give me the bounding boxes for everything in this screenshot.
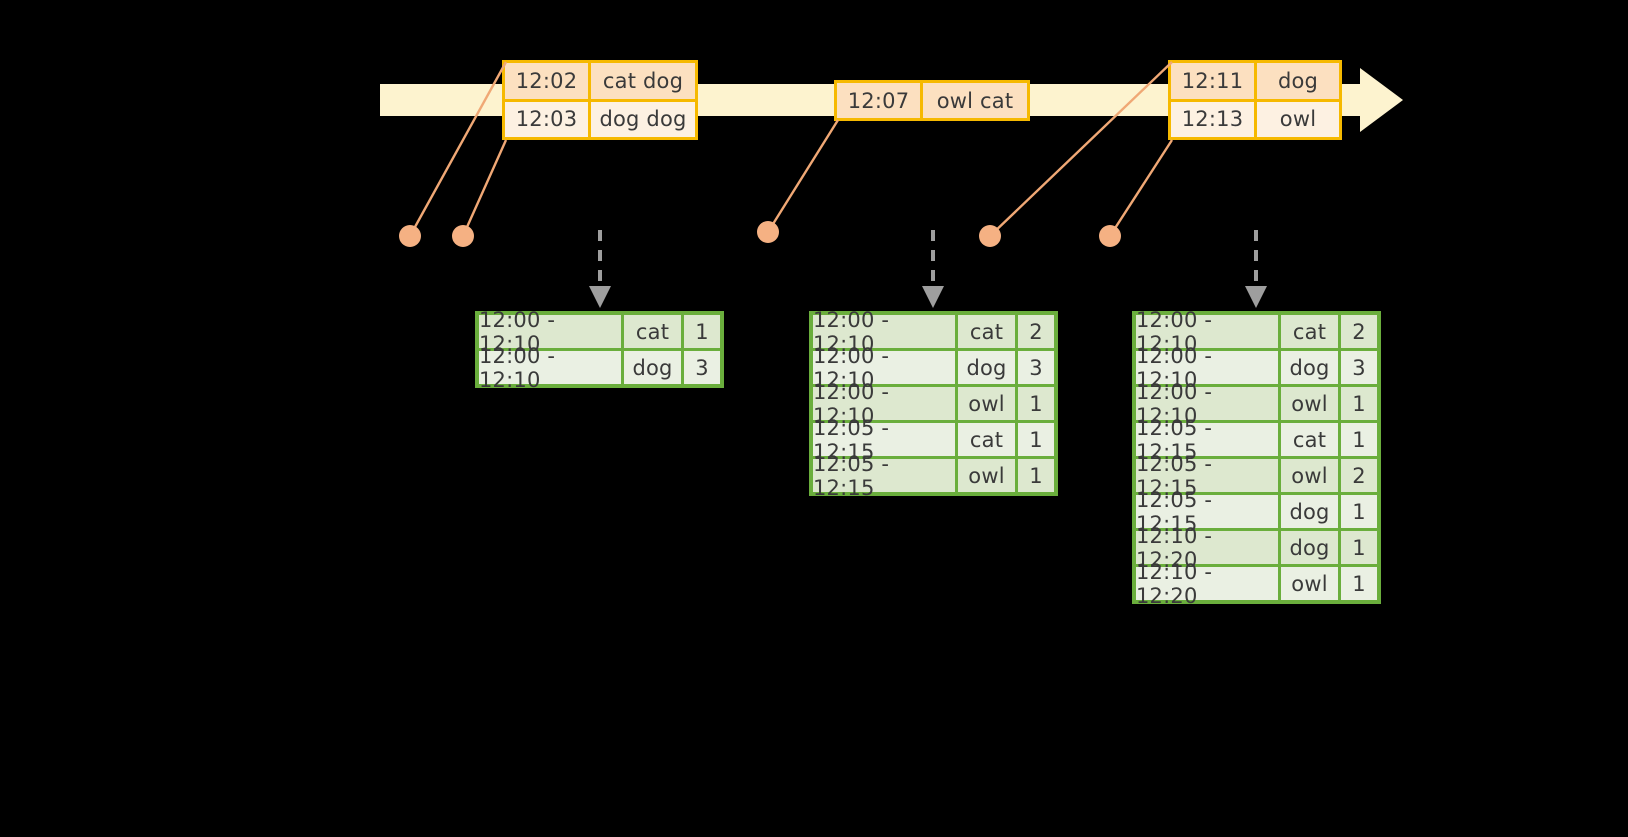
cell-window: 12:05 - 12:15 bbox=[813, 452, 955, 500]
table-row: 12:10 - 12:20 owl 1 bbox=[1136, 560, 1377, 608]
cell-window: 12:00 - 12:10 bbox=[479, 344, 621, 392]
cell-key: cat bbox=[958, 423, 1015, 456]
event-time: 12:07 bbox=[837, 83, 923, 118]
timeline-arrowhead bbox=[1360, 68, 1403, 132]
event-time: 12:11 bbox=[1171, 63, 1257, 99]
cell-count: 3 bbox=[684, 351, 720, 384]
table-row: 12:05 - 12:15 cat 1 bbox=[1136, 416, 1377, 464]
connector-line bbox=[461, 139, 508, 237]
connector-line bbox=[1108, 139, 1174, 237]
event-row[interactable]: 12:11 dog bbox=[1171, 63, 1339, 99]
result-table-2: 12:00 - 12:10 cat 2 12:00 - 12:10 dog 3 … bbox=[809, 308, 1058, 500]
cell-count: 1 bbox=[1341, 495, 1377, 528]
dashed-arrow-3 bbox=[1245, 230, 1267, 308]
dashed-arrow-1 bbox=[589, 230, 611, 308]
cell-key: cat bbox=[958, 315, 1015, 348]
event-time: 12:02 bbox=[505, 63, 591, 99]
event-row[interactable]: 12:13 owl bbox=[1171, 98, 1339, 137]
cell-key: owl bbox=[1281, 387, 1338, 420]
table-row: 12:00 - 12:10 dog 3 bbox=[479, 344, 720, 392]
connector-dot bbox=[452, 225, 474, 247]
table-row: 12:05 - 12:15 cat 1 bbox=[813, 416, 1054, 464]
event-row[interactable]: 12:03 dog dog bbox=[505, 98, 695, 137]
cell-key: dog bbox=[1281, 495, 1338, 528]
cell-count: 2 bbox=[1018, 315, 1054, 348]
cell-window: 12:10 - 12:20 bbox=[1136, 560, 1278, 608]
cell-count: 1 bbox=[1018, 459, 1054, 492]
cell-window: 12:00 - 12:10 bbox=[813, 308, 955, 356]
event-words: owl bbox=[1257, 101, 1339, 137]
cell-count: 3 bbox=[1018, 351, 1054, 384]
event-box-1[interactable]: 12:02 cat dog 12:03 dog dog bbox=[502, 60, 698, 140]
table-row: 12:05 - 12:15 owl 1 bbox=[813, 452, 1054, 500]
cell-key: dog bbox=[1281, 531, 1338, 564]
cell-key: dog bbox=[624, 351, 681, 384]
event-row[interactable]: 12:07 owl cat bbox=[837, 83, 1027, 118]
dashed-arrow-2 bbox=[922, 230, 944, 308]
cell-window: 12:05 - 12:15 bbox=[1136, 416, 1278, 464]
cell-key: dog bbox=[1281, 351, 1338, 384]
event-words: cat dog bbox=[591, 63, 695, 99]
event-time: 12:13 bbox=[1171, 101, 1257, 137]
cell-key: cat bbox=[1281, 315, 1338, 348]
table-row: 12:00 - 12:10 dog 3 bbox=[813, 344, 1054, 392]
table-row: 12:00 - 12:10 cat 1 bbox=[479, 308, 720, 356]
cell-key: cat bbox=[1281, 423, 1338, 456]
connector-line bbox=[766, 119, 840, 233]
event-words: dog dog bbox=[591, 101, 695, 137]
cell-count: 2 bbox=[1341, 459, 1377, 492]
connector-dot bbox=[757, 221, 779, 243]
event-box-2[interactable]: 12:07 owl cat bbox=[834, 80, 1030, 121]
table-row: 12:00 - 12:10 cat 2 bbox=[1136, 308, 1377, 356]
event-row[interactable]: 12:02 cat dog bbox=[505, 63, 695, 99]
event-time: 12:03 bbox=[505, 101, 591, 137]
connector-dot bbox=[1099, 225, 1121, 247]
cell-key: owl bbox=[958, 459, 1015, 492]
cell-window: 12:05 - 12:15 bbox=[813, 416, 955, 464]
cell-count: 1 bbox=[1341, 387, 1377, 420]
cell-key: dog bbox=[958, 351, 1015, 384]
event-box-3[interactable]: 12:11 dog 12:13 owl bbox=[1168, 60, 1342, 140]
cell-count: 3 bbox=[1341, 351, 1377, 384]
cell-key: cat bbox=[624, 315, 681, 348]
event-words: dog bbox=[1257, 63, 1339, 99]
table-row: 12:00 - 12:10 owl 1 bbox=[1136, 380, 1377, 428]
cell-count: 1 bbox=[1341, 567, 1377, 600]
cell-key: owl bbox=[1281, 567, 1338, 600]
cell-key: owl bbox=[958, 387, 1015, 420]
cell-count: 1 bbox=[1341, 531, 1377, 564]
cell-window: 12:00 - 12:10 bbox=[1136, 380, 1278, 428]
cell-window: 12:00 - 12:10 bbox=[813, 344, 955, 392]
cell-count: 2 bbox=[1341, 315, 1377, 348]
connector-dot bbox=[399, 225, 421, 247]
result-table-1: 12:00 - 12:10 cat 1 12:00 - 12:10 dog 3 bbox=[475, 308, 724, 392]
table-row: 12:00 - 12:10 cat 2 bbox=[813, 308, 1054, 356]
connector-dot bbox=[979, 225, 1001, 247]
cell-count: 1 bbox=[1341, 423, 1377, 456]
cell-key: owl bbox=[1281, 459, 1338, 492]
cell-count: 1 bbox=[1018, 387, 1054, 420]
result-table-3: 12:00 - 12:10 cat 2 12:00 - 12:10 dog 3 … bbox=[1132, 308, 1381, 608]
cell-count: 1 bbox=[1018, 423, 1054, 456]
cell-count: 1 bbox=[684, 315, 720, 348]
event-words: owl cat bbox=[923, 83, 1027, 118]
cell-window: 12:00 - 12:10 bbox=[479, 308, 621, 356]
